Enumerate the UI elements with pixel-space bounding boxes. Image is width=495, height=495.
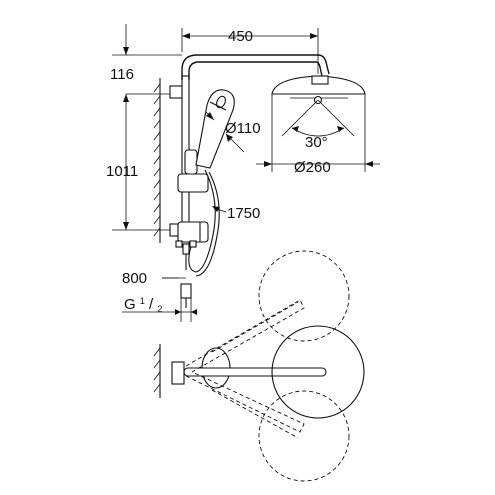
- dimension-hose-length: [212, 206, 227, 213]
- dimension-bracket-offset: [112, 24, 182, 95]
- dimension-thread: [122, 298, 197, 322]
- tilt-angle-label: 30°: [305, 134, 328, 151]
- arm-length-label: 450: [228, 28, 253, 45]
- bracket-offset-label: 116: [110, 66, 134, 83]
- outlet-height-label: 800: [122, 270, 147, 287]
- head-diameter-label: Ø260: [294, 159, 331, 176]
- shower-system-side-view: [169, 54, 330, 308]
- tilt-angle-indicator: [281, 99, 355, 137]
- shower-head-side: [271, 75, 366, 105]
- hand-shower-diameter-label: Ø110: [225, 120, 261, 137]
- thread-label: G 1 / 2: [124, 291, 162, 314]
- hand-shower: [195, 89, 235, 169]
- dimension-hand-shower-diameter: [205, 111, 245, 153]
- dimension-rail-height: [112, 94, 170, 231]
- rail-height-label: 1011: [106, 163, 138, 180]
- wall-side-view: [153, 78, 161, 243]
- dimension-head-diameter: [256, 94, 380, 172]
- dimension-arm-length: [181, 28, 319, 74]
- top-view: [153, 250, 365, 482]
- hose-length-label: 1750: [227, 205, 260, 222]
